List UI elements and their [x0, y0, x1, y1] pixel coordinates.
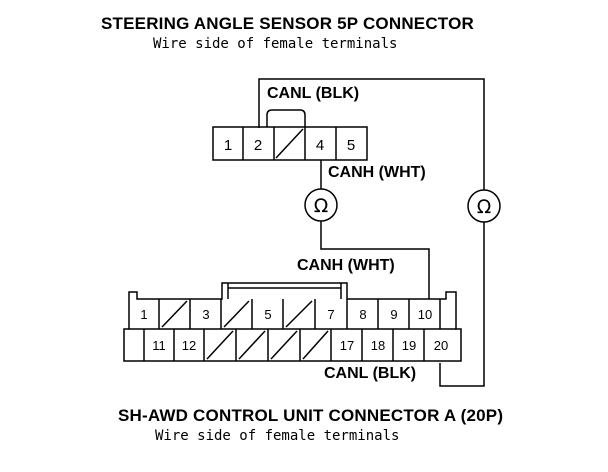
- canh-wire-bottom: [320, 221, 430, 299]
- top-pin-2: 2: [254, 137, 262, 154]
- bottom-pin-7: 7: [327, 307, 334, 322]
- top-pin-4: 4: [316, 137, 324, 154]
- bottom-pin-18: 18: [371, 338, 385, 353]
- bottom-pin-5: 5: [264, 307, 271, 322]
- top-pin-1: 1: [224, 137, 232, 154]
- bottom-pin-3: 3: [202, 307, 209, 322]
- bottom-20p-connector: [123, 282, 462, 362]
- wire-label-canh-bottom: CANH (WHT): [297, 257, 395, 274]
- top-connector-title: STEERING ANGLE SENSOR 5P CONNECTOR: [101, 14, 474, 33]
- top-connector-subtitle: Wire side of female terminals: [153, 36, 398, 52]
- bottom-pin-20: 20: [434, 338, 448, 353]
- bottom-pin-19: 19: [402, 338, 416, 353]
- ohm-meter-right: [467, 189, 501, 223]
- canl-wire-lower: [439, 222, 485, 387]
- wire-label-canl-top: CANL (BLK): [267, 85, 359, 102]
- bottom-pin-8: 8: [359, 307, 366, 322]
- ohm-symbol-right: Ω: [477, 196, 492, 218]
- bottom-pin-9: 9: [390, 307, 397, 322]
- wire-label-canh-top: CANH (WHT): [328, 164, 426, 181]
- top-5p-connector: [212, 109, 368, 161]
- bottom-connector-subtitle: Wire side of female terminals: [155, 428, 400, 444]
- wire-label-canl-bottom: CANL (BLK): [324, 365, 416, 382]
- bottom-connector-title: SH-AWD CONTROL UNIT CONNECTOR A (20P): [118, 406, 504, 425]
- bottom-pin-17: 17: [340, 338, 354, 353]
- bottom-pin-11: 11: [152, 338, 166, 353]
- bottom-pin-10: 10: [418, 307, 432, 322]
- top-pin-5: 5: [347, 137, 355, 154]
- canl-wire-outer: [258, 78, 485, 190]
- bottom-pin-12: 12: [182, 338, 196, 353]
- ohm-meter-left: [304, 188, 338, 222]
- top-connector-latch: [266, 109, 306, 127]
- bottom-pin-1: 1: [140, 307, 147, 322]
- top-empty-slot-3: [275, 128, 304, 159]
- ohm-symbol-left: Ω: [314, 195, 329, 217]
